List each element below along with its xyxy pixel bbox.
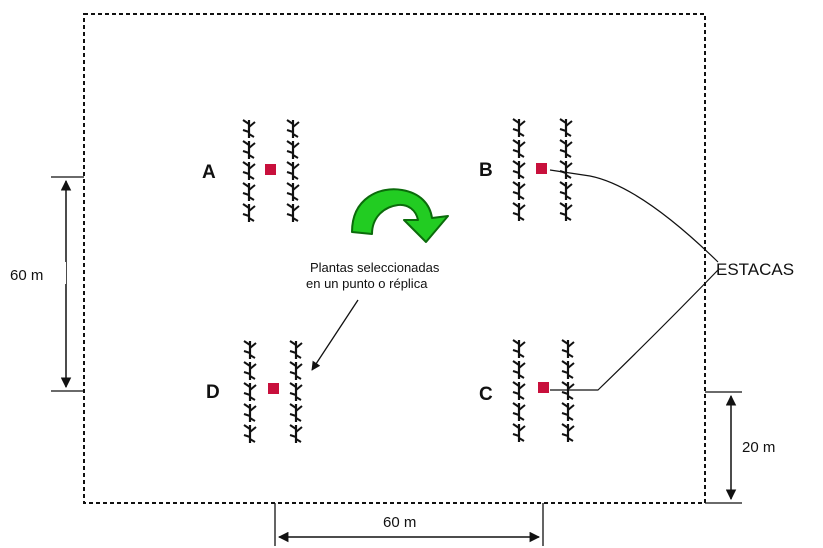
plant-icon bbox=[241, 139, 257, 161]
plant-icon bbox=[242, 339, 258, 361]
plant-icon bbox=[558, 117, 574, 139]
dimension-label-right: 20 m bbox=[742, 439, 775, 456]
plant-icon bbox=[511, 138, 527, 160]
curved-arrow-icon bbox=[351, 188, 449, 243]
plant-icon bbox=[558, 138, 574, 160]
dimension-left: 60 m bbox=[10, 176, 84, 392]
plant-icon bbox=[288, 423, 304, 445]
plant-icon bbox=[511, 422, 527, 444]
stake-marker-icon bbox=[265, 164, 276, 175]
annotation-line-2: en un punto o réplica bbox=[306, 276, 428, 291]
dimension-right: 20 m bbox=[705, 391, 775, 504]
plant-column-right-d bbox=[288, 339, 304, 445]
plant-icon bbox=[242, 381, 258, 403]
plot-label-b: B bbox=[479, 160, 493, 181]
plant-icon bbox=[511, 380, 527, 402]
plant-icon bbox=[242, 423, 258, 445]
plot-group-c: C bbox=[479, 338, 576, 444]
plant-icon bbox=[285, 181, 301, 203]
plant-icon bbox=[511, 159, 527, 181]
stake-marker-icon bbox=[268, 383, 279, 394]
plot-label-d: D bbox=[206, 382, 220, 403]
stakes-leader-bottom bbox=[550, 269, 719, 391]
plant-icon bbox=[558, 159, 574, 181]
plant-icon bbox=[511, 401, 527, 423]
plant-icon bbox=[285, 118, 301, 140]
plant-icon bbox=[560, 359, 576, 381]
plant-icon bbox=[285, 202, 301, 224]
dimension-label-bottom: 60 m bbox=[383, 514, 416, 531]
stake-marker-icon bbox=[536, 163, 547, 174]
plant-column-right-c bbox=[560, 338, 576, 444]
plant-icon bbox=[511, 117, 527, 139]
plant-icon bbox=[285, 139, 301, 161]
plant-column-left-d bbox=[242, 339, 258, 445]
plant-icon bbox=[288, 339, 304, 361]
plant-column-left-a bbox=[241, 118, 257, 224]
plant-column-right-b bbox=[558, 117, 574, 223]
plant-icon bbox=[511, 201, 527, 223]
plant-icon bbox=[288, 381, 304, 403]
stakes-label: ESTACAS bbox=[716, 260, 794, 279]
plant-icon bbox=[560, 380, 576, 402]
plant-icon bbox=[242, 360, 258, 382]
plant-icon bbox=[241, 160, 257, 182]
plot-group-a: A bbox=[202, 118, 301, 224]
plant-column-left-c bbox=[511, 338, 527, 444]
stakes-leader-top bbox=[549, 169, 719, 263]
plant-icon bbox=[288, 360, 304, 382]
plant-icon bbox=[558, 180, 574, 202]
dimension-label-left: 60 m bbox=[10, 267, 43, 284]
plot-group-d: D bbox=[206, 339, 304, 445]
plot-label-a: A bbox=[202, 162, 216, 183]
plant-icon bbox=[560, 338, 576, 360]
plant-icon bbox=[242, 402, 258, 424]
plant-icon bbox=[241, 202, 257, 224]
plant-icon bbox=[241, 118, 257, 140]
plant-icon bbox=[241, 181, 257, 203]
plant-column-right-a bbox=[285, 118, 301, 224]
plant-icon bbox=[288, 402, 304, 424]
plant-icon bbox=[560, 401, 576, 423]
plant-icon bbox=[511, 338, 527, 360]
annotation-pointer bbox=[311, 299, 359, 371]
dimension-bottom: 60 m bbox=[274, 503, 544, 546]
stake-marker-icon bbox=[538, 382, 549, 393]
plant-icon bbox=[511, 180, 527, 202]
plant-column-left-b bbox=[511, 117, 527, 223]
plot-group-b: B bbox=[479, 117, 574, 223]
plant-icon bbox=[285, 160, 301, 182]
plant-icon bbox=[558, 201, 574, 223]
plant-icon bbox=[560, 422, 576, 444]
field-boundary bbox=[83, 13, 706, 504]
annotation-line-1: Plantas seleccionadas bbox=[310, 260, 440, 275]
plot-label-c: C bbox=[479, 384, 493, 405]
plant-icon bbox=[511, 359, 527, 381]
